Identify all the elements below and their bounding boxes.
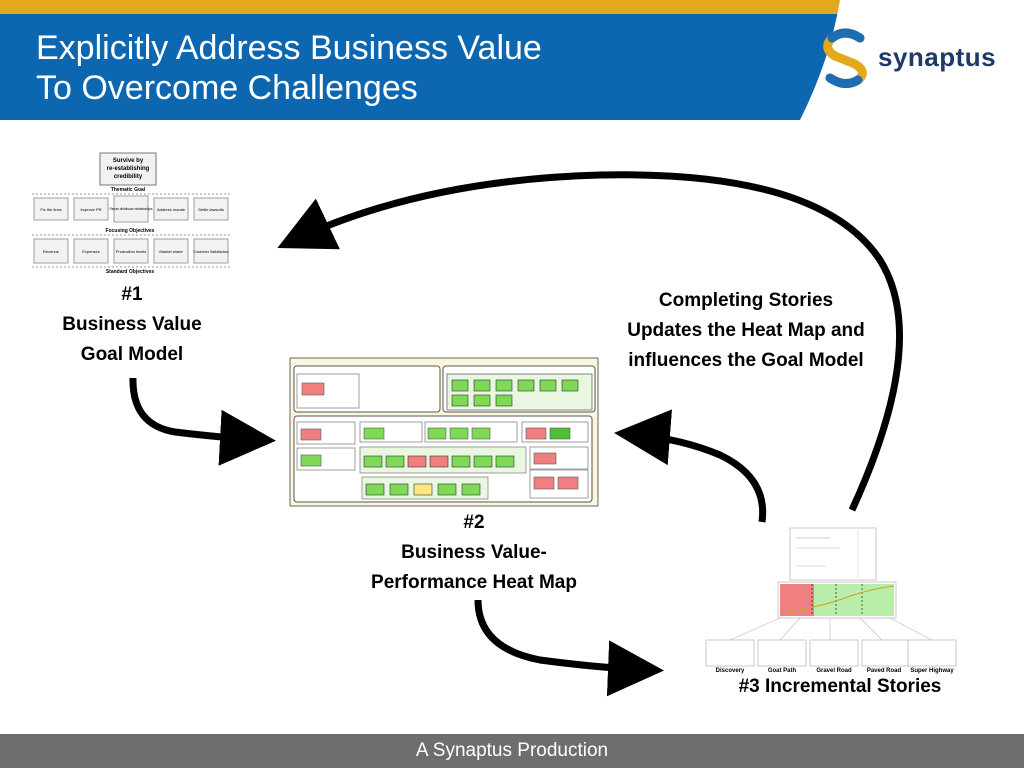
goal-model-label: #1 Business Value Goal Model: [32, 280, 232, 370]
road-super-highway: Super Highway: [910, 668, 954, 674]
thematic-goal-line-2: re-establishing: [107, 166, 150, 172]
focusing-objective-4: Address morale: [157, 207, 186, 212]
heat-map-title-2: Performance Heat Map: [371, 572, 577, 593]
focusing-objectives-row: Fix the lines Improve PR Repair distribu…: [33, 195, 229, 223]
focusing-objective-3: Repair distributor relationships: [109, 207, 152, 211]
goal-model-title-1: Business Value: [62, 314, 202, 335]
heat-map-number: #2: [463, 512, 485, 533]
title-line-2: To Overcome Challenges: [36, 69, 418, 107]
title-line-1: Explicitly Address Business Value: [36, 29, 542, 67]
focusing-objective-2: Improve PR: [80, 207, 101, 212]
standard-objective-1: Revenue: [43, 249, 60, 254]
heat-map-diagram: [289, 357, 599, 507]
footer: A Synaptus Production: [0, 734, 1024, 768]
feedback-line-1: Completing Stories: [658, 290, 834, 311]
arrow-stories-to-goalmodel: [277, 171, 903, 512]
standard-objectives-row: Revenue Expenses Production levels Marke…: [33, 238, 229, 264]
diagram-canvas: Survive by re-establishing credibility T…: [32, 148, 957, 697]
arrow-heatmap-to-stories: [474, 599, 664, 697]
focusing-objective-1: Fix the lines: [40, 207, 61, 212]
arrow-goal-to-heatmap: [129, 377, 276, 466]
thematic-goal-line-1: Survive by: [113, 158, 144, 164]
goal-model-number: #1: [121, 284, 143, 305]
road-gravel-road: Gravel Road: [816, 668, 852, 674]
thematic-goal-box: [99, 152, 157, 186]
synaptus-logo-icon: [823, 28, 867, 88]
standard-objectives-caption: Standard Objectives: [106, 269, 155, 275]
standard-objective-3: Production levels: [116, 249, 146, 254]
feedback-line-3: influences the Goal Model: [628, 350, 864, 371]
goal-model-diagram: Survive by re-establishing credibility T…: [32, 148, 230, 275]
goal-model-title-2: Goal Model: [80, 344, 184, 365]
feedback-line-2: Updates the Heat Map and: [627, 320, 865, 341]
road-discovery: Discovery: [716, 668, 745, 674]
focusing-objective-5: Settle lawsuits: [198, 207, 224, 212]
standard-objective-5: Customer Satisfaction: [193, 250, 228, 254]
header-accent-strip: [0, 0, 1024, 14]
synaptus-wordmark: synaptus: [878, 42, 997, 72]
thematic-goal-caption: Thematic Goal: [111, 187, 146, 193]
road-goat-path: Goat Path: [768, 668, 797, 674]
incremental-stories-label: #3 Incremental Stories: [738, 676, 942, 697]
logo-panel: [800, 0, 1024, 120]
road-paved-road: Paved Road: [867, 668, 902, 674]
incremental-stories-diagram: Discovery Goat Path Gravel Road Paved Ro…: [705, 527, 957, 674]
thematic-goal-line-3: credibility: [114, 174, 143, 180]
feedback-label: Completing Stories Updates the Heat Map …: [596, 286, 896, 376]
heat-map-label: #2 Business Value- Performance Heat Map: [334, 508, 614, 598]
heat-map-title-1: Business Value-: [401, 542, 547, 563]
arrow-stories-to-heatmap: [614, 409, 767, 523]
standard-objective-2: Expenses: [82, 249, 100, 254]
standard-objective-4: Market share: [159, 249, 183, 254]
slide-title: Explicitly Address Business Value To Ove…: [36, 28, 542, 108]
focusing-objectives-caption: Focusing Objectives: [106, 228, 155, 234]
